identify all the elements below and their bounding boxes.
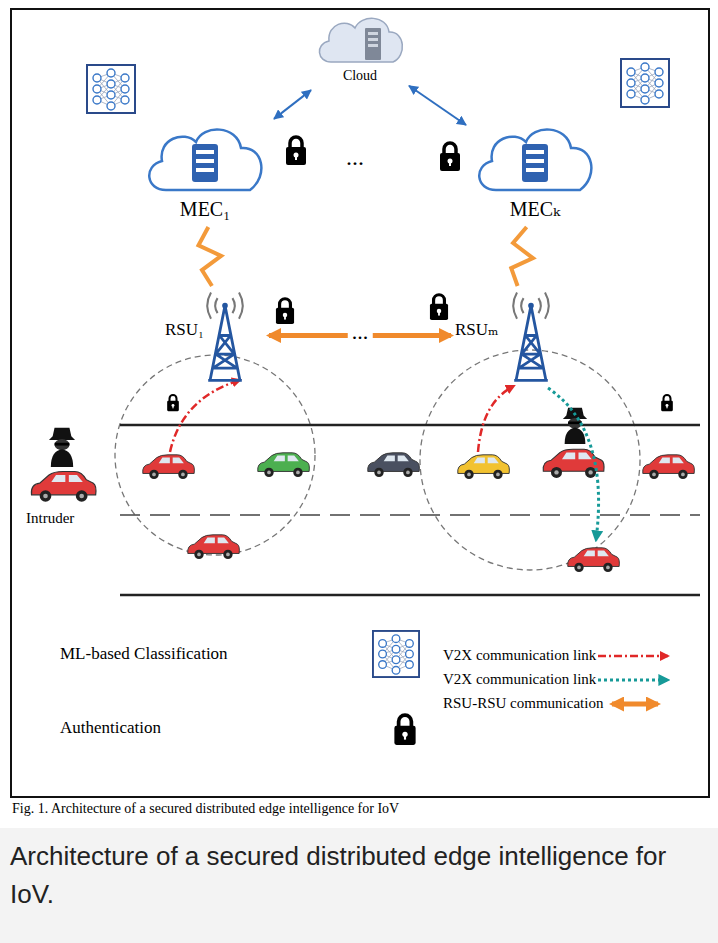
mec-node: MECₖ bbox=[470, 120, 600, 225]
image-panel bbox=[0, 0, 718, 828]
v2x-link bbox=[478, 386, 514, 452]
node-icon bbox=[479, 130, 591, 190]
car bbox=[258, 453, 310, 477]
node-shape bbox=[503, 288, 559, 383]
v2x-link bbox=[170, 380, 240, 452]
legend-label: V2X communication link bbox=[443, 671, 596, 688]
legend-ml-icon bbox=[373, 631, 419, 677]
car bbox=[368, 453, 420, 477]
lock-icon bbox=[661, 395, 673, 411]
rsu-node: RSUₘ bbox=[455, 288, 565, 383]
legend-lock-icon bbox=[394, 715, 415, 745]
link-arrow bbox=[409, 86, 466, 125]
node-shape bbox=[315, 12, 405, 64]
intruder-label: Intruder bbox=[26, 508, 74, 530]
lock-icon bbox=[276, 299, 294, 324]
node-icon bbox=[319, 18, 402, 62]
node-icon bbox=[207, 293, 242, 381]
lock-icon bbox=[286, 137, 306, 165]
legend-label: Authentication bbox=[60, 718, 161, 738]
edge-label: ... bbox=[348, 321, 373, 343]
intruder-car bbox=[31, 472, 96, 502]
car bbox=[188, 535, 240, 559]
car bbox=[568, 548, 620, 572]
cloud-node: Cloud bbox=[315, 12, 405, 92]
node-label: RSU₁ bbox=[165, 320, 208, 340]
page-caption: Architecture of a secured distributed ed… bbox=[10, 838, 700, 913]
road-edge bbox=[120, 424, 700, 427]
lock-icon bbox=[167, 395, 179, 411]
link-arrow bbox=[274, 90, 311, 119]
wireless-link bbox=[511, 227, 533, 286]
car bbox=[458, 455, 510, 479]
node-icon bbox=[513, 293, 548, 381]
node-shape bbox=[140, 120, 270, 195]
legend-line bbox=[598, 655, 668, 658]
ml-icon bbox=[621, 59, 669, 107]
intruder-figure bbox=[49, 428, 75, 467]
lock-icon bbox=[430, 295, 448, 320]
coverage-circle bbox=[420, 350, 640, 570]
car bbox=[643, 455, 695, 479]
node-label: RSUₘ bbox=[455, 320, 503, 340]
lock-icon bbox=[440, 143, 460, 171]
legend-line bbox=[612, 702, 658, 707]
legend-label: V2X communication link bbox=[443, 647, 596, 664]
mec-node: MEC₁ bbox=[140, 120, 270, 225]
node-label: MECₖ bbox=[470, 198, 600, 221]
figure-caption: Fig. 1. Architecture of a secured distri… bbox=[12, 801, 399, 817]
ellipsis-label: ... bbox=[346, 140, 364, 175]
car bbox=[143, 455, 195, 479]
legend-label: ML-based Classification bbox=[60, 644, 228, 664]
node-label: Cloud bbox=[315, 68, 405, 84]
wireless-link bbox=[198, 227, 221, 286]
node-label: MEC₁ bbox=[140, 198, 270, 221]
node-icon bbox=[149, 130, 261, 190]
lane-marking bbox=[120, 514, 700, 516]
ml-icon bbox=[87, 65, 135, 113]
legend-label: RSU-RSU communication bbox=[443, 695, 603, 712]
coverage-circle bbox=[115, 355, 315, 555]
legend-line bbox=[598, 679, 668, 682]
node-shape bbox=[470, 120, 600, 195]
rsu-node: RSU₁ bbox=[165, 288, 265, 383]
v2x-link bbox=[548, 388, 599, 540]
road-edge bbox=[120, 594, 700, 597]
node-shape bbox=[197, 288, 253, 383]
